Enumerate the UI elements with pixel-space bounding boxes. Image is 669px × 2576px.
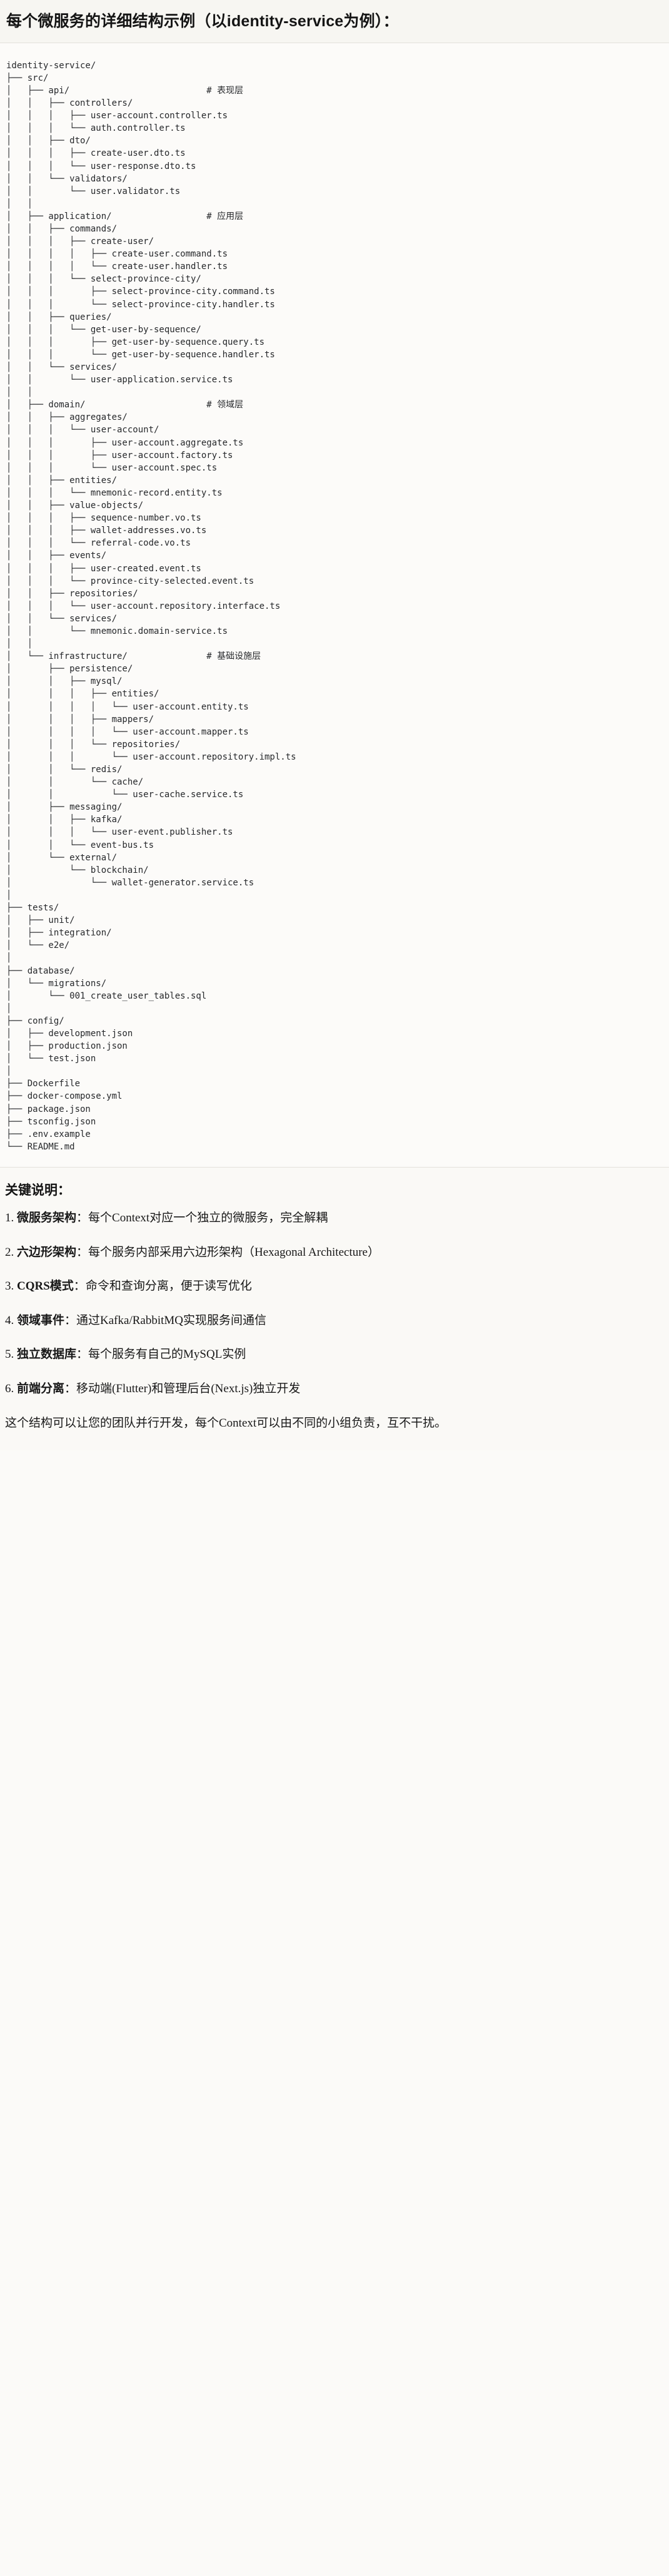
note-description: 每个服务有自己的MySQL实例: [88, 1348, 246, 1362]
note-term: 领域事件: [17, 1313, 65, 1327]
list-item: 独立数据库：每个服务有自己的MySQL实例: [5, 1346, 660, 1364]
list-item: 六边形架构：每个服务内部采用六边形架构（Hexagonal Architectu…: [5, 1244, 660, 1262]
list-item: 前端分离：移动端(Flutter)和管理后台(Next.js)独立开发: [5, 1380, 660, 1398]
note-separator: ：: [73, 1280, 86, 1293]
closing-paragraph: 这个结构可以让您的团队并行开发，每个Context可以由不同的小组负责，互不干扰…: [5, 1417, 447, 1430]
directory-tree: identity-service/ ├── src/ │ ├── api/ # …: [6, 60, 296, 1152]
key-notes-section: 关键说明： 微服务架构：每个Context对应一个独立的微服务，完全解耦 六边形…: [0, 1167, 669, 1450]
key-notes-list: 微服务架构：每个Context对应一个独立的微服务，完全解耦 六边形架构：每个服…: [5, 1209, 660, 1398]
page-title: 每个微服务的详细结构示例（以identity-service为例）：: [0, 0, 669, 43]
note-term: 独立数据库: [17, 1348, 77, 1362]
note-separator: ：: [64, 1313, 77, 1327]
note-description: 命令和查询分离，便于读写优化: [85, 1280, 252, 1293]
note-term: 六边形架构: [17, 1245, 77, 1259]
note-separator: ：: [76, 1245, 89, 1259]
list-item: 微服务架构：每个Context对应一个独立的微服务，完全解耦: [5, 1209, 660, 1228]
note-separator: ：: [76, 1211, 89, 1225]
directory-tree-block: identity-service/ ├── src/ │ ├── api/ # …: [0, 43, 669, 1168]
note-description: 每个Context对应一个独立的微服务，完全解耦: [88, 1211, 328, 1225]
note-term: 前端分离: [17, 1382, 65, 1395]
list-item: CQRS模式：命令和查询分离，便于读写优化: [5, 1278, 660, 1296]
list-item: 领域事件：通过Kafka/RabbitMQ实现服务间通信: [5, 1312, 660, 1330]
note-description: 每个服务内部采用六边形架构（Hexagonal Architecture）: [88, 1245, 380, 1259]
document-page: 每个微服务的详细结构示例（以identity-service为例）： ident…: [0, 0, 669, 1450]
note-separator: ：: [64, 1382, 77, 1395]
note-description: 移动端(Flutter)和管理后台(Next.js)独立开发: [76, 1382, 301, 1395]
key-notes-title: 关键说明：: [5, 1183, 71, 1198]
note-term: 微服务架构: [17, 1211, 77, 1225]
note-term: CQRS模式: [17, 1280, 74, 1293]
note-separator: ：: [76, 1348, 89, 1362]
note-description: 通过Kafka/RabbitMQ实现服务间通信: [76, 1313, 267, 1327]
